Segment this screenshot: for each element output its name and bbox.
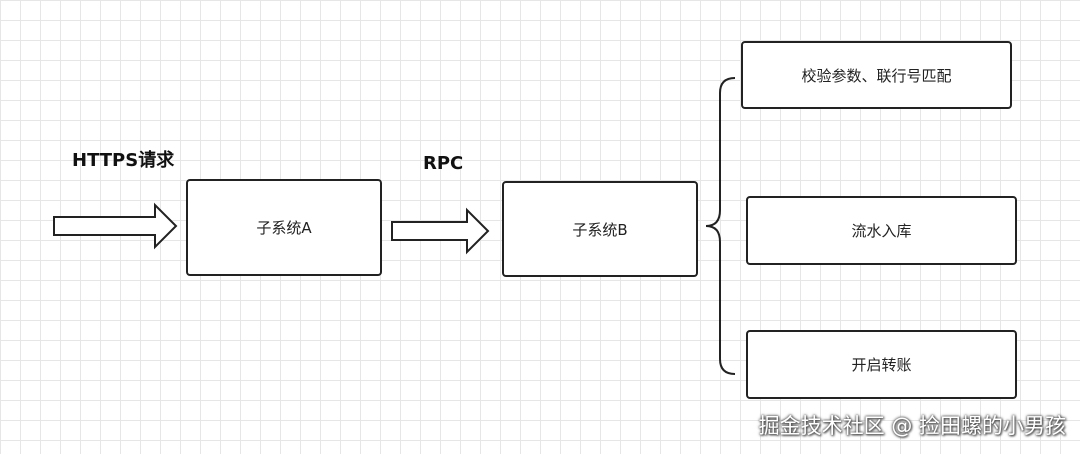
rpc-arrow [391, 207, 490, 255]
subsystem-b-node: 子系统B [502, 181, 698, 277]
validate-node: 校验参数、联行号匹配 [741, 41, 1012, 109]
https-request-label: HTTPS请求 [72, 150, 175, 171]
https-arrow [53, 202, 178, 250]
branch-brace [705, 77, 736, 375]
transfer-node: 开启转账 [746, 330, 1017, 399]
subsystem-a-node: 子系统A [186, 179, 382, 276]
persist-node: 流水入库 [746, 196, 1017, 265]
rpc-label: RPC [423, 153, 464, 174]
watermark: 掘金技术社区 @ 捡田螺的小男孩 [758, 414, 1066, 438]
